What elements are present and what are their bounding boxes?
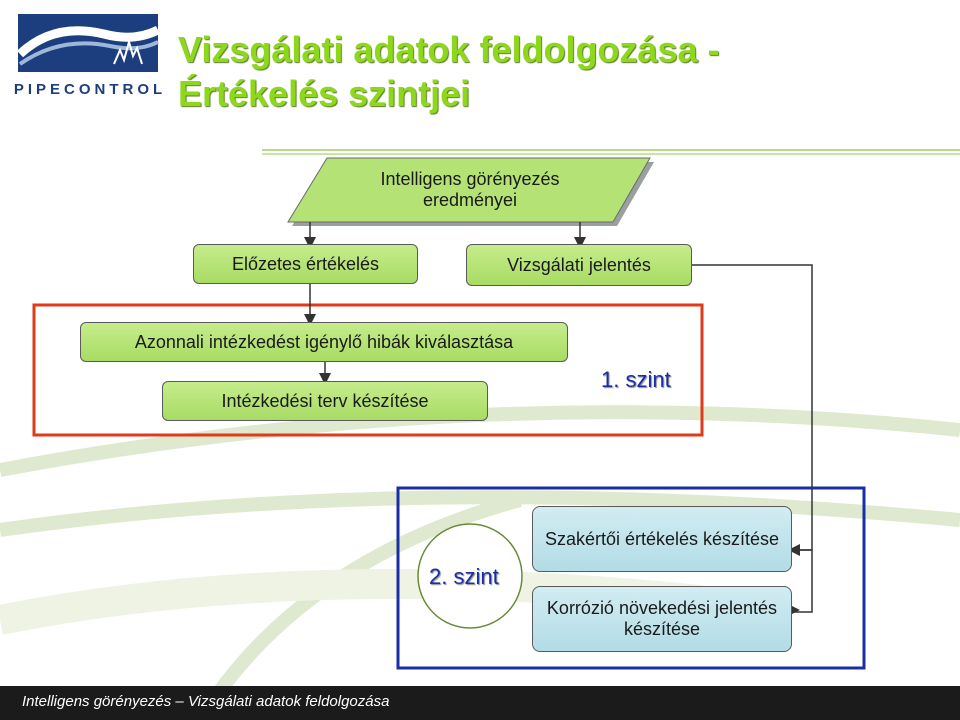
pipecontrol-logo: PIPECONTROL: [14, 14, 164, 98]
corrosion-growth-report-box: Korrózió növekedési jelentés készítése: [532, 586, 792, 652]
action-plan-box: Intézkedési terv készítése: [162, 381, 488, 421]
title-divider: [262, 149, 960, 155]
level2-frame: [396, 486, 866, 670]
level1-label: 1. szint: [601, 367, 671, 392]
input-parallelogram: [287, 157, 651, 223]
page-title: Vizsgálati adatok feldolgozása - Értékel…: [178, 28, 938, 116]
level2-label: 2. szint: [429, 564, 499, 589]
title-line-2: Értékelés szintjei: [178, 73, 471, 114]
urgent-defect-selection-box: Azonnali intézkedést igénylő hibák kivál…: [80, 322, 568, 362]
level1-frame: [32, 303, 704, 437]
footer-text: Intelligens görényezés – Vizsgálati adat…: [22, 693, 390, 710]
svg-text:PIPECONTROL: PIPECONTROL: [14, 81, 164, 98]
level2-circle: [417, 523, 523, 629]
preliminary-evaluation-box: Előzetes értékelés: [193, 244, 418, 284]
input-results-label: Intelligens görényezés eredményei: [380, 169, 560, 210]
footer-bar: Intelligens görényezés – Vizsgálati adat…: [0, 686, 960, 720]
pipe-icon: PIPECONTROL: [14, 14, 164, 98]
title-line-1: Vizsgálati adatok feldolgozása -: [178, 29, 720, 70]
expert-evaluation-box: Szakértői értékelés készítése: [532, 506, 792, 572]
inspection-report-box: Vizsgálati jelentés: [466, 244, 692, 286]
